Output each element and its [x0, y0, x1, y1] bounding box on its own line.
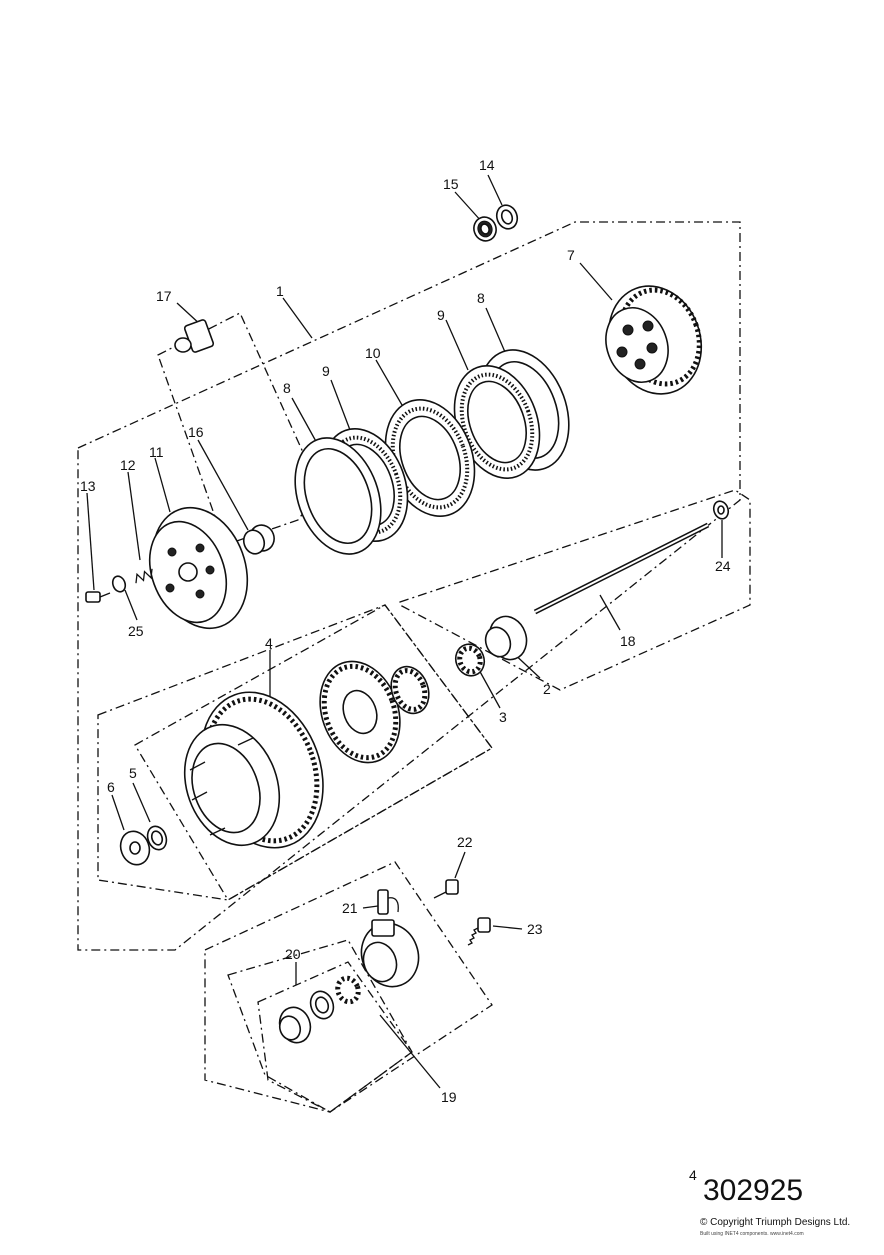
callout-13: 13 [80, 478, 96, 494]
callout-labels: 1 2 3 4 5 6 7 8 8 9 9 10 11 12 13 14 15 … [80, 157, 731, 1105]
clutch-hub-part [605, 285, 703, 395]
return-spring-part [335, 975, 361, 1005]
callout-12: 12 [120, 457, 136, 473]
thrust-washer-part [146, 825, 168, 851]
callout-16: 16 [188, 424, 204, 440]
boundary-slave-cylinder [204, 861, 493, 1113]
callout-2: 2 [543, 681, 551, 697]
boundary-seal-kit [257, 961, 413, 1113]
pushrod-bush-part [712, 500, 730, 520]
drive-gear-part [319, 660, 401, 764]
spring-bolt-part [85, 591, 111, 603]
callout-6: 6 [107, 779, 115, 795]
callout-9b: 9 [437, 307, 445, 323]
release-bearing-part [242, 524, 275, 555]
callout-8b: 8 [477, 290, 485, 306]
mounting-bolt-short-part [433, 879, 459, 899]
bearing-part [473, 216, 497, 242]
mounting-bolt-long-part [467, 917, 491, 946]
boundary-primary-gear-inner [134, 604, 493, 901]
callout-10: 10 [365, 345, 381, 361]
callout-11: 11 [149, 444, 164, 460]
reference-prefix: 4 [689, 1167, 697, 1183]
callout-20: 20 [285, 946, 301, 962]
slave-cylinder-body-part [360, 919, 420, 988]
spring-washer-part [111, 575, 127, 593]
spacer-washer-part [119, 830, 151, 866]
callout-24: 24 [715, 558, 731, 574]
callout-3: 3 [499, 709, 507, 725]
callout-22: 22 [457, 834, 473, 850]
callout-23: 23 [527, 921, 543, 937]
callout-7: 7 [567, 247, 575, 263]
pushrod-pin-part [174, 319, 215, 353]
pushrod-sleeve-part [484, 615, 528, 661]
callout-19: 19 [441, 1089, 457, 1105]
boundary-shaft-group [399, 489, 751, 691]
friction-plate-centre-part [384, 399, 476, 517]
reference-number: 302925 [703, 1174, 803, 1207]
callout-1: 1 [276, 283, 284, 299]
piston-part [278, 1006, 312, 1044]
leader-lines [86, 174, 723, 1089]
pressure-plate-part [148, 506, 249, 630]
friction-plate-rear-part [453, 365, 541, 479]
clutch-basket-part [183, 691, 324, 849]
callout-9a: 9 [322, 363, 330, 379]
callout-5: 5 [129, 765, 137, 781]
callout-21: 21 [342, 900, 358, 916]
piston-seal-part [309, 990, 335, 1020]
callout-8a: 8 [283, 380, 291, 396]
callout-14: 14 [479, 157, 495, 173]
pushrod-part [533, 522, 710, 615]
clutch-spring-part [135, 568, 153, 584]
needle-roller-bearing-part [454, 643, 486, 677]
boundary-slave-cylinder-inner [227, 939, 413, 1113]
boundary-clutch-assembly [77, 221, 741, 951]
callout-4: 4 [265, 635, 273, 651]
callout-17: 17 [156, 288, 172, 304]
small-gear-part [390, 665, 430, 715]
plain-plate-front-part [294, 437, 382, 555]
callout-25: 25 [128, 623, 144, 639]
callout-15: 15 [443, 176, 459, 192]
seal-washer-part [495, 204, 519, 230]
copyright-notice: © Copyright Triumph Designs Ltd. [700, 1217, 850, 1228]
callout-18: 18 [620, 633, 636, 649]
build-note: Built using INET4 components. www.inet4.… [700, 1231, 804, 1237]
bleed-nipple-part [377, 889, 399, 915]
